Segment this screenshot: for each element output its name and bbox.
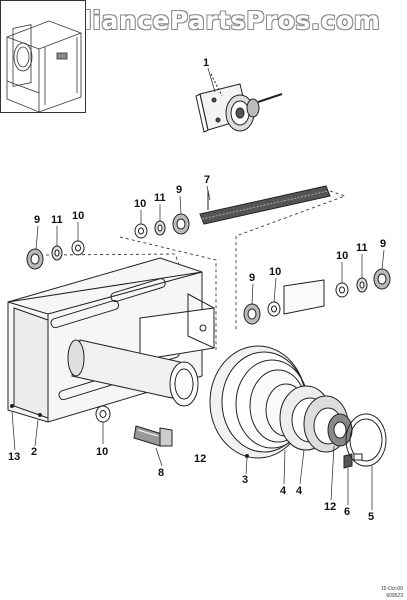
callout-6: 6	[344, 506, 351, 518]
callout-1: 1	[203, 57, 210, 69]
part-8-bolt	[133, 425, 173, 447]
callout-10-right: 10	[336, 250, 349, 262]
callout-10-left: 10	[72, 210, 85, 222]
callout-12-left: 12	[194, 453, 207, 465]
callout-11-left: 11	[51, 214, 63, 226]
part-10-washer-bottom	[95, 405, 111, 423]
right-hardware	[283, 268, 391, 315]
callout-5: 5	[368, 511, 375, 523]
callout-4-b: 4	[296, 485, 303, 497]
callout-9-right: 9	[380, 238, 387, 250]
part-7-threaded-rod	[199, 185, 331, 225]
part-12-washer	[327, 413, 353, 447]
callout-10-top: 10	[134, 198, 147, 210]
footer-ref: 609523	[386, 593, 403, 599]
footer-date: 15-Oct-00	[380, 586, 403, 592]
rod-hardware-top	[134, 213, 190, 239]
callout-10-bottom: 10	[96, 446, 109, 458]
callout-11-right: 11	[356, 242, 368, 254]
callout-7: 7	[204, 174, 211, 186]
callout-12-right: 12	[324, 501, 337, 513]
bracket	[139, 293, 215, 361]
part-5-retaining-ring	[345, 413, 387, 467]
callout-9-left: 9	[34, 214, 41, 226]
callout-13: 13	[8, 451, 21, 463]
alignment-lines	[45, 190, 347, 350]
leader-lines	[11, 67, 385, 510]
left-hardware	[26, 240, 85, 270]
callout-10-mid: 10	[269, 266, 282, 278]
part-1-mount-assembly	[195, 73, 283, 133]
part-4-spacers	[279, 385, 349, 453]
callout-3: 3	[242, 474, 249, 486]
callout-11-top: 11	[154, 192, 166, 204]
machine-inset	[0, 0, 86, 113]
callout-8: 8	[158, 467, 165, 479]
shaft	[67, 339, 199, 407]
callout-4-a: 4	[280, 485, 287, 497]
callout-9-mid: 9	[249, 272, 256, 284]
middle-hardware	[243, 301, 281, 325]
callout-9-top: 9	[176, 184, 183, 196]
machine-inset-drawing	[6, 20, 82, 113]
callout-2: 2	[31, 446, 38, 458]
